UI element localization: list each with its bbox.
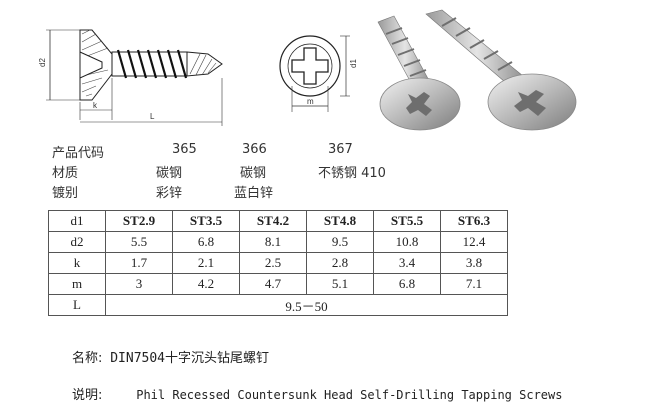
info-material-366: 碳钢 bbox=[240, 166, 267, 181]
spec-cell: 6.8 bbox=[373, 273, 441, 295]
spec-header-label: d1 bbox=[48, 210, 106, 232]
spec-cell: 5.1 bbox=[306, 273, 374, 295]
dim-d2-label: d2 bbox=[38, 58, 47, 67]
spec-col-st55: ST5.5 bbox=[373, 210, 441, 232]
spec-row-label: L bbox=[48, 294, 106, 316]
info-material-365: 碳钢 bbox=[156, 166, 183, 181]
info-row-code: 产品代码 365 366 367 bbox=[52, 142, 452, 161]
desc-label: 说明: bbox=[72, 388, 103, 403]
spec-row-label: m bbox=[48, 273, 106, 295]
info-material-label: 材质 bbox=[52, 166, 79, 181]
screw-side-drawing: d2 k L bbox=[38, 29, 223, 126]
spec-header-row: d1 ST2.9 ST3.5 ST4.2 ST4.8 ST5.5 ST6.3 bbox=[48, 210, 508, 232]
spec-cell: 4.7 bbox=[239, 273, 307, 295]
spec-row-label: k bbox=[48, 252, 106, 274]
spec-row-label: d2 bbox=[48, 231, 106, 253]
screw-photo-left bbox=[377, 15, 461, 131]
info-row-plating: 镀别 彩锌 蓝白锌 bbox=[52, 182, 452, 201]
dim-k-label: k bbox=[93, 101, 98, 110]
screw-photo-right bbox=[425, 9, 577, 131]
spec-cell: 10.8 bbox=[373, 231, 441, 253]
info-code-367: 367 bbox=[328, 142, 353, 157]
dim-d1-label: d1 bbox=[349, 59, 358, 68]
spec-cell: 3.8 bbox=[440, 252, 508, 274]
spec-cell-length-range: 9.5－50 bbox=[105, 294, 508, 316]
spec-cell: 5.5 bbox=[105, 231, 173, 253]
desc-text: Phil Recessed Countersunk Head Self-Dril… bbox=[136, 388, 563, 402]
spec-row-m: m 3 4.2 4.7 5.1 6.8 7.1 bbox=[48, 273, 508, 295]
product-description-line: 说明: Phil Recessed Countersunk Head Self-… bbox=[72, 384, 562, 403]
screw-head-top-view: d1 m bbox=[279, 35, 358, 112]
info-plating-label: 镀别 bbox=[52, 186, 79, 201]
spec-col-st42: ST4.2 bbox=[239, 210, 307, 232]
spec-col-st35: ST3.5 bbox=[172, 210, 240, 232]
info-plating-366: 蓝白锌 bbox=[234, 186, 274, 201]
spec-cell: 2.5 bbox=[239, 252, 307, 274]
spec-cell: 4.2 bbox=[172, 273, 240, 295]
spec-table: d1 ST2.9 ST3.5 ST4.2 ST4.8 ST5.5 ST6.3 d… bbox=[48, 210, 508, 316]
spec-cell: 2.1 bbox=[172, 252, 240, 274]
spec-cell: 3.4 bbox=[373, 252, 441, 274]
name-text: DIN7504十字沉头钻尾螺钉 bbox=[110, 351, 270, 366]
screw-product-photo bbox=[377, 9, 577, 131]
spec-cell: 12.4 bbox=[440, 231, 508, 253]
spec-col-st48: ST4.8 bbox=[306, 210, 374, 232]
spec-cell: 3 bbox=[105, 273, 173, 295]
name-label: 名称: bbox=[72, 351, 103, 366]
product-name-line: 名称: DIN7504十字沉头钻尾螺钉 bbox=[72, 347, 269, 366]
info-material-367: 不锈钢 410 bbox=[318, 166, 386, 181]
dim-L-label: L bbox=[150, 112, 155, 121]
spec-col-st29: ST2.9 bbox=[105, 210, 173, 232]
spec-row-d2: d2 5.5 6.8 8.1 9.5 10.8 12.4 bbox=[48, 231, 508, 253]
spec-cell: 2.8 bbox=[306, 252, 374, 274]
info-plating-365: 彩锌 bbox=[156, 186, 183, 201]
spec-cell: 7.1 bbox=[440, 273, 508, 295]
product-info: 产品代码 365 366 367 材质 碳钢 碳钢 不锈钢 410 镀别 彩锌 … bbox=[52, 142, 452, 201]
info-row-material: 材质 碳钢 碳钢 不锈钢 410 bbox=[52, 162, 452, 181]
spec-col-st63: ST6.3 bbox=[440, 210, 508, 232]
spec-cell: 1.7 bbox=[105, 252, 173, 274]
spec-cell: 8.1 bbox=[239, 231, 307, 253]
dim-m-label: m bbox=[307, 97, 314, 106]
info-code-label: 产品代码 bbox=[52, 146, 105, 161]
spec-cell: 6.8 bbox=[172, 231, 240, 253]
spec-cell: 9.5 bbox=[306, 231, 374, 253]
spec-row-L: L 9.5－50 bbox=[48, 294, 508, 316]
spec-row-k: k 1.7 2.1 2.5 2.8 3.4 3.8 bbox=[48, 252, 508, 274]
info-code-366: 366 bbox=[242, 142, 267, 157]
info-code-365: 365 bbox=[172, 142, 197, 157]
